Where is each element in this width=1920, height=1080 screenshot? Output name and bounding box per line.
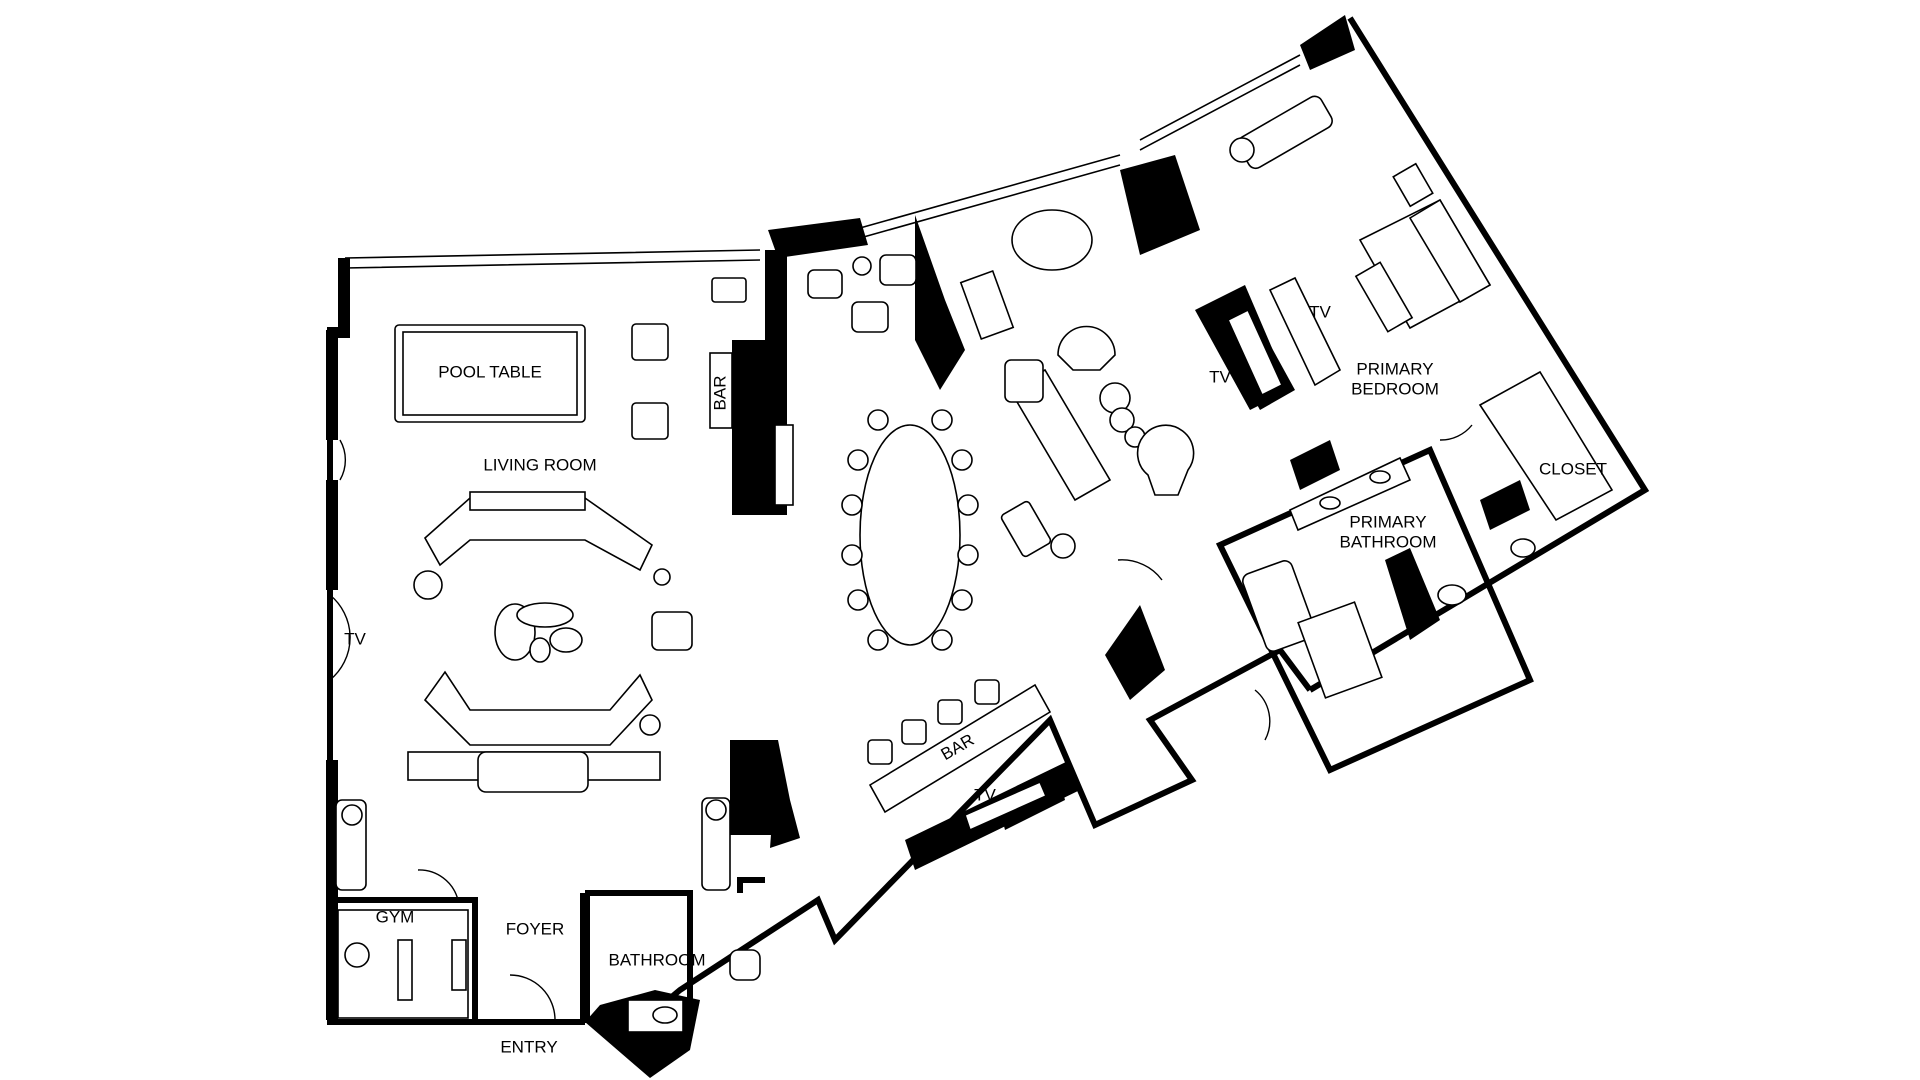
furniture: [329, 95, 1614, 1033]
label-tv-dining: TV: [974, 785, 996, 804]
label-bar-left: BAR: [710, 376, 729, 411]
label-primary-bedroom-1: PRIMARY: [1356, 359, 1433, 378]
label-tv-left: TV: [344, 629, 366, 648]
label-primary-bedroom-2: BEDROOM: [1351, 379, 1439, 398]
label-gym: GYM: [376, 907, 415, 926]
label-closet: CLOSET: [1539, 459, 1607, 478]
label-tv-bed-2: TV: [1209, 367, 1231, 386]
label-pool-table: POOL TABLE: [438, 362, 542, 381]
label-primary-bathroom-1: PRIMARY: [1349, 512, 1426, 531]
room-labels: POOL TABLE LIVING ROOM BAR TV GYM FOYER …: [344, 302, 1607, 1056]
label-foyer: FOYER: [506, 919, 565, 938]
label-living-room: LIVING ROOM: [483, 455, 596, 474]
label-bathroom: BATHROOM: [609, 950, 706, 969]
label-tv-bed-1: TV: [1309, 302, 1331, 321]
label-entry: ENTRY: [500, 1037, 557, 1056]
label-primary-bathroom-2: BATHROOM: [1340, 532, 1437, 551]
